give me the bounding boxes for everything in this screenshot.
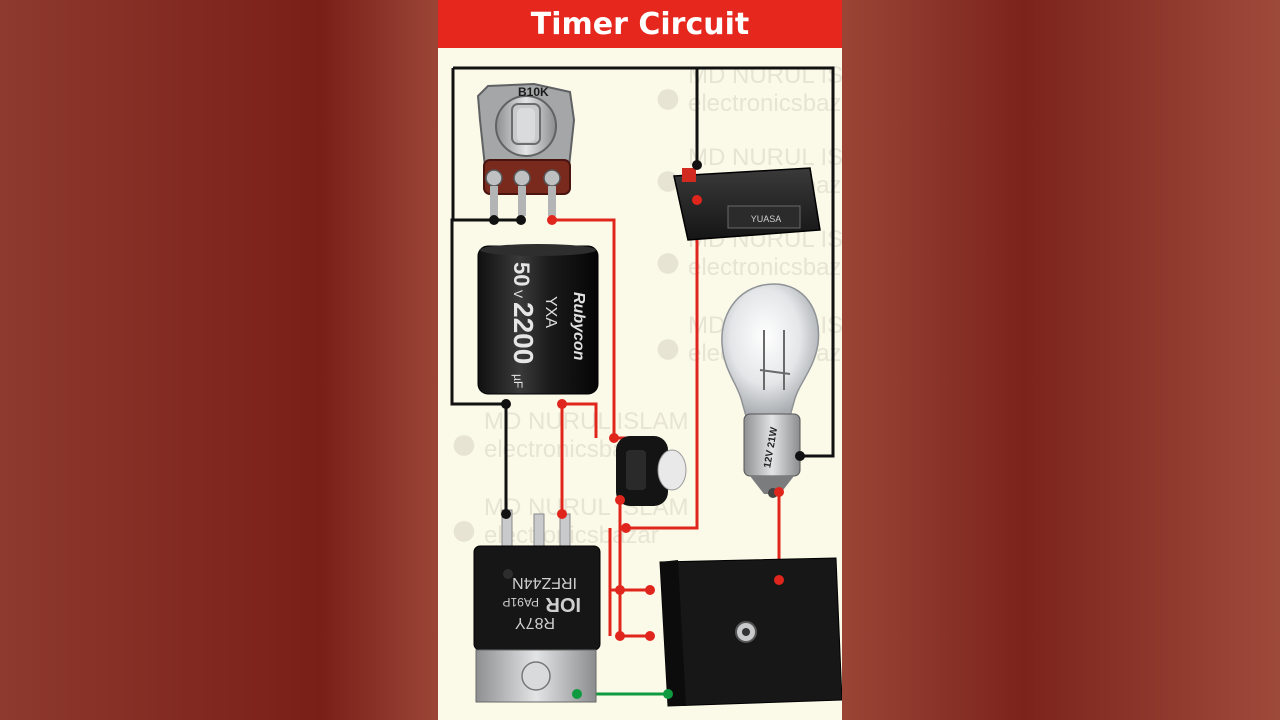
light-bulb: 12V 21W (721, 283, 820, 498)
mosfet-code: R87Y (515, 614, 555, 631)
watermark-avatar-icon: ● (449, 417, 479, 470)
circuit-diagram: B10K 50 V 2200 µF YXA Rubycon (450, 66, 842, 707)
watermark-avatar-icon: ● (653, 321, 683, 374)
capacitor-voltage-unit: V (511, 290, 525, 298)
watermark-avatar-icon: ● (449, 503, 479, 556)
capacitor-value-unit: µF (511, 374, 525, 388)
capacitor-value: 2200 (508, 302, 539, 364)
push-button (616, 436, 687, 506)
capacitor-voltage: 50 (509, 262, 534, 286)
title-bar: Timer Circuit (438, 0, 842, 48)
junction-dots (489, 160, 805, 699)
battery-brand: YUASA (751, 214, 782, 224)
page-title: Timer Circuit (530, 6, 750, 42)
capacitor: 50 V 2200 µF YXA Rubycon (477, 244, 599, 395)
mosfet-brand: IOR (545, 593, 581, 615)
potentiometer-label: B10K (518, 85, 549, 99)
black-wires (450, 66, 835, 514)
watermark-site: electronicsbazar (688, 254, 842, 281)
red-wires (552, 200, 781, 638)
watermark-avatar-icon: ● (653, 71, 683, 124)
battery: YUASA (673, 167, 821, 241)
relay-module (659, 557, 842, 707)
mosfet-part: IRFZ44N (512, 574, 577, 591)
watermark-site: electronicsbazar (688, 90, 842, 117)
watermark-name: MD NURUL ISLAM (688, 144, 842, 171)
watermark-avatar-icon: ● (653, 235, 683, 288)
mosfet-transistor: R87Y IOR PA91P IRFZ44N (473, 509, 601, 703)
capacitor-series: YXA (542, 296, 559, 328)
capacitor-brand: Rubycon (570, 292, 587, 361)
diagram-canvas: Timer Circuit ● MD NURUL ISLAM electroni… (438, 0, 842, 720)
potentiometer: B10K (476, 82, 576, 216)
watermark-name: MD NURUL ISLAM (484, 408, 689, 435)
mosfet-extra: PA91P (503, 595, 539, 609)
